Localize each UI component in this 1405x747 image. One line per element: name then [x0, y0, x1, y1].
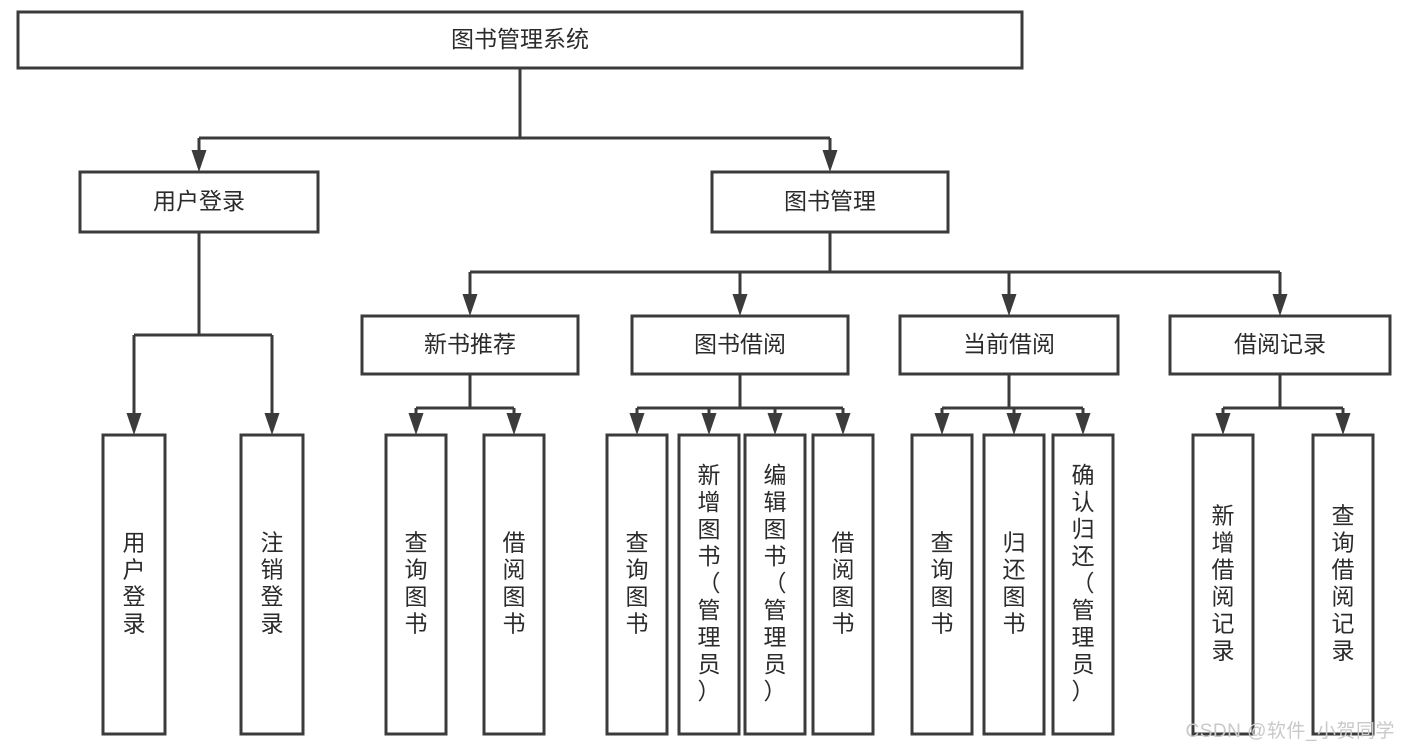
connector-layer — [126, 68, 1351, 435]
node-user-login[interactable]: 用户登录 — [78, 170, 320, 234]
node-leaf-return-book[interactable]: 归还图书 — [982, 433, 1046, 736]
node-box-leaf-add-book — [677, 433, 741, 736]
node-label-leaf-edit-book: 编辑图书（管理员） — [764, 462, 787, 704]
connector-borrow-records-to-leaf-query-record-arrowhead — [1335, 413, 1351, 435]
node-leaf-borrow-book-1[interactable]: 借阅图书 — [482, 433, 546, 736]
node-box-borrow-records — [1168, 314, 1392, 376]
node-leaf-query-book-3[interactable]: 查询图书 — [910, 433, 974, 736]
node-new-book-recommend[interactable]: 新书推荐 — [360, 314, 580, 376]
node-leaf-borrow-book-2[interactable]: 借阅图书 — [811, 433, 875, 736]
connector-book-management-to-new-book-recommend-arrowhead — [462, 294, 478, 316]
node-label-leaf-borrow-book-2: 借阅图书 — [832, 530, 855, 637]
node-box-book-management — [710, 170, 950, 234]
connector-book-borrow-to-leaf-add-book-arrowhead — [701, 413, 717, 435]
node-box-current-borrow — [898, 314, 1120, 376]
node-leaf-logout[interactable]: 注销登录 — [239, 433, 305, 736]
node-label-user-login: 用户登录 — [153, 188, 245, 214]
node-label-leaf-add-book: 新增图书（管理员） — [698, 462, 721, 704]
node-box-leaf-logout — [239, 433, 305, 736]
node-box-new-book-recommend — [360, 314, 580, 376]
node-label-leaf-query-record: 查询借阅记录 — [1332, 503, 1355, 664]
node-leaf-user-login[interactable]: 用户登录 — [101, 433, 167, 736]
node-label-leaf-logout: 注销登录 — [261, 530, 284, 637]
node-box-leaf-confirm-return — [1051, 433, 1115, 736]
connector-new-book-recommend-to-leaf-borrow-book-1-arrowhead — [506, 413, 522, 435]
connector-book-borrow-to-leaf-edit-book-arrowhead — [767, 413, 783, 435]
node-leaf-edit-book[interactable]: 编辑图书（管理员） — [743, 433, 807, 736]
watermark-text: CSDN @软件_小贺同学 — [1185, 721, 1395, 742]
connector-root-to-user-login-arrowhead — [191, 150, 207, 172]
node-label-leaf-confirm-return: 确认归还（管理员） — [1072, 462, 1095, 704]
node-book-management[interactable]: 图书管理 — [710, 170, 950, 234]
connector-book-borrow-to-leaf-query-book-2-arrowhead — [629, 413, 645, 435]
connector-user-login-to-leaf-user-login-arrowhead — [126, 413, 142, 435]
node-box-leaf-query-book-2 — [605, 433, 669, 736]
node-box-leaf-borrow-book-1 — [482, 433, 546, 736]
node-current-borrow[interactable]: 当前借阅 — [898, 314, 1120, 376]
node-label-leaf-query-book-3: 查询图书 — [931, 530, 954, 637]
node-box-leaf-return-book — [982, 433, 1046, 736]
connector-book-management-to-borrow-records-arrowhead — [1272, 294, 1288, 316]
connector-current-borrow-to-leaf-confirm-return-arrowhead — [1075, 413, 1091, 435]
node-label-book-management: 图书管理 — [784, 188, 876, 214]
node-box-root — [16, 10, 1024, 70]
node-label-leaf-add-record: 新增借阅记录 — [1212, 503, 1235, 664]
node-label-book-borrow: 图书借阅 — [694, 331, 786, 357]
node-box-leaf-query-record — [1311, 433, 1375, 736]
connector-user-login-to-leaf-logout-arrowhead — [264, 413, 280, 435]
node-layer: 图书管理系统用户登录用户登录注销登录图书管理新书推荐查询图书借阅图书图书借阅查询… — [16, 10, 1392, 736]
node-leaf-query-book-2[interactable]: 查询图书 — [605, 433, 669, 736]
connector-book-management-to-current-borrow-arrowhead — [1001, 294, 1017, 316]
connector-book-management-to-book-borrow-arrowhead — [732, 294, 748, 316]
connector-book-borrow-to-leaf-borrow-book-2-arrowhead — [835, 413, 851, 435]
node-label-root: 图书管理系统 — [451, 26, 589, 52]
node-box-leaf-borrow-book-2 — [811, 433, 875, 736]
connector-new-book-recommend-to-leaf-query-book-1-arrowhead — [408, 413, 424, 435]
connector-current-borrow-to-leaf-return-book-arrowhead — [1006, 413, 1022, 435]
node-label-borrow-records: 借阅记录 — [1234, 331, 1326, 357]
node-label-leaf-user-login: 用户登录 — [123, 530, 146, 637]
node-label-leaf-query-book-2: 查询图书 — [626, 530, 649, 637]
node-leaf-query-record[interactable]: 查询借阅记录 — [1311, 433, 1375, 736]
node-label-current-borrow: 当前借阅 — [963, 331, 1055, 357]
node-label-new-book-recommend: 新书推荐 — [424, 331, 516, 357]
node-leaf-add-book[interactable]: 新增图书（管理员） — [677, 433, 741, 736]
connector-root-to-book-management-arrowhead — [822, 150, 838, 172]
node-leaf-confirm-return[interactable]: 确认归还（管理员） — [1051, 433, 1115, 736]
node-root[interactable]: 图书管理系统 — [16, 10, 1024, 70]
node-label-leaf-borrow-book-1: 借阅图书 — [503, 530, 526, 637]
node-box-user-login — [78, 170, 320, 234]
node-book-borrow[interactable]: 图书借阅 — [630, 314, 850, 376]
node-label-leaf-return-book: 归还图书 — [1003, 530, 1026, 637]
node-box-leaf-edit-book — [743, 433, 807, 736]
node-box-book-borrow — [630, 314, 850, 376]
node-box-leaf-query-book-3 — [910, 433, 974, 736]
node-label-leaf-query-book-1: 查询图书 — [405, 530, 428, 637]
node-leaf-query-book-1[interactable]: 查询图书 — [384, 433, 448, 736]
connector-borrow-records-to-leaf-add-record-arrowhead — [1215, 413, 1231, 435]
node-box-leaf-query-book-1 — [384, 433, 448, 736]
connector-current-borrow-to-leaf-query-book-3-arrowhead — [934, 413, 950, 435]
node-box-leaf-add-record — [1191, 433, 1255, 736]
node-box-leaf-user-login — [101, 433, 167, 736]
node-borrow-records[interactable]: 借阅记录 — [1168, 314, 1392, 376]
node-leaf-add-record[interactable]: 新增借阅记录 — [1191, 433, 1255, 736]
